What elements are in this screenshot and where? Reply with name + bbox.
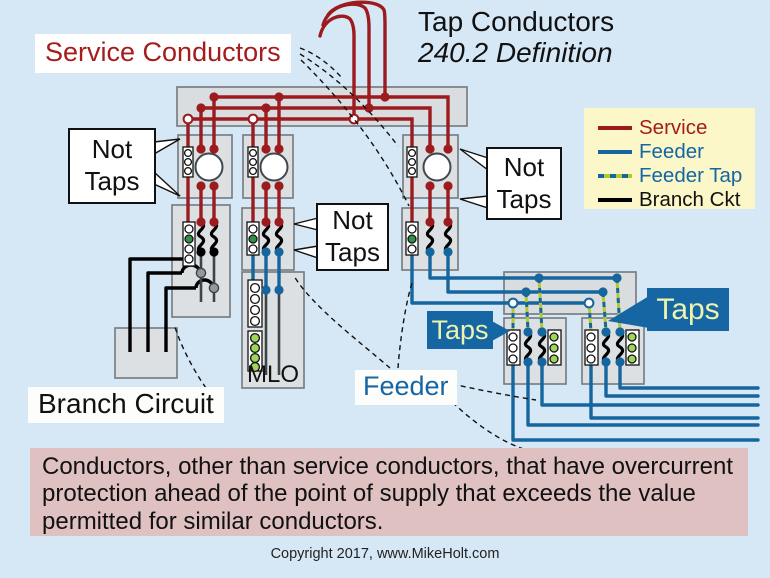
branch-circuit-label: Branch Circuit xyxy=(28,387,224,423)
branch-line-swatch xyxy=(598,198,632,202)
not-taps-callout-right: Not Taps xyxy=(486,147,562,220)
legend-item-feeder: Feeder xyxy=(598,141,745,163)
taps-callout-right: Taps xyxy=(647,288,729,331)
title-line2: 240.2 Definition xyxy=(418,37,613,69)
legend-label: Branch Ckt xyxy=(639,187,741,211)
legend-item-branch-ckt: Branch Ckt xyxy=(598,189,745,211)
page-title: Tap Conductors 240.2 Definition xyxy=(418,6,614,69)
junction-dots xyxy=(182,92,625,367)
not-taps-callout-left: Not Taps xyxy=(68,128,156,204)
legend-item-service: Service xyxy=(598,117,745,139)
mlo-panel-label: MLO xyxy=(246,361,299,388)
feeder-line-swatch xyxy=(598,150,632,154)
legend-label: Feeder xyxy=(639,139,704,163)
taps-callout-left: Taps xyxy=(427,311,493,349)
feeder-tap-line-swatch xyxy=(598,174,632,178)
meters xyxy=(194,152,452,182)
breakers xyxy=(196,220,625,364)
legend-item-feeder-tap: Feeder Tap xyxy=(598,165,745,187)
service-conductor-lines xyxy=(186,0,450,224)
copyright-text: Copyright 2017, www.MikeHolt.com xyxy=(270,546,500,562)
legend-label: Service xyxy=(639,115,708,139)
feeder-label: Feeder xyxy=(355,370,457,405)
feeder-conductor-lines xyxy=(251,250,760,442)
panel-bus-bars xyxy=(199,252,281,375)
service-line-swatch xyxy=(598,126,632,130)
definition-box: Conductors, other than service conductor… xyxy=(30,448,748,536)
not-taps-callout-middle: Not Taps xyxy=(316,203,389,271)
legend-label: Feeder Tap xyxy=(639,163,743,187)
legend: Service Feeder Feeder Tap Branch Ckt xyxy=(584,108,755,209)
callout-tails xyxy=(153,138,649,342)
pointer-curves xyxy=(173,47,557,454)
service-conductors-label: Service Conductors xyxy=(35,34,291,73)
title-line1: Tap Conductors xyxy=(418,6,615,37)
terminal-strips xyxy=(182,146,640,373)
